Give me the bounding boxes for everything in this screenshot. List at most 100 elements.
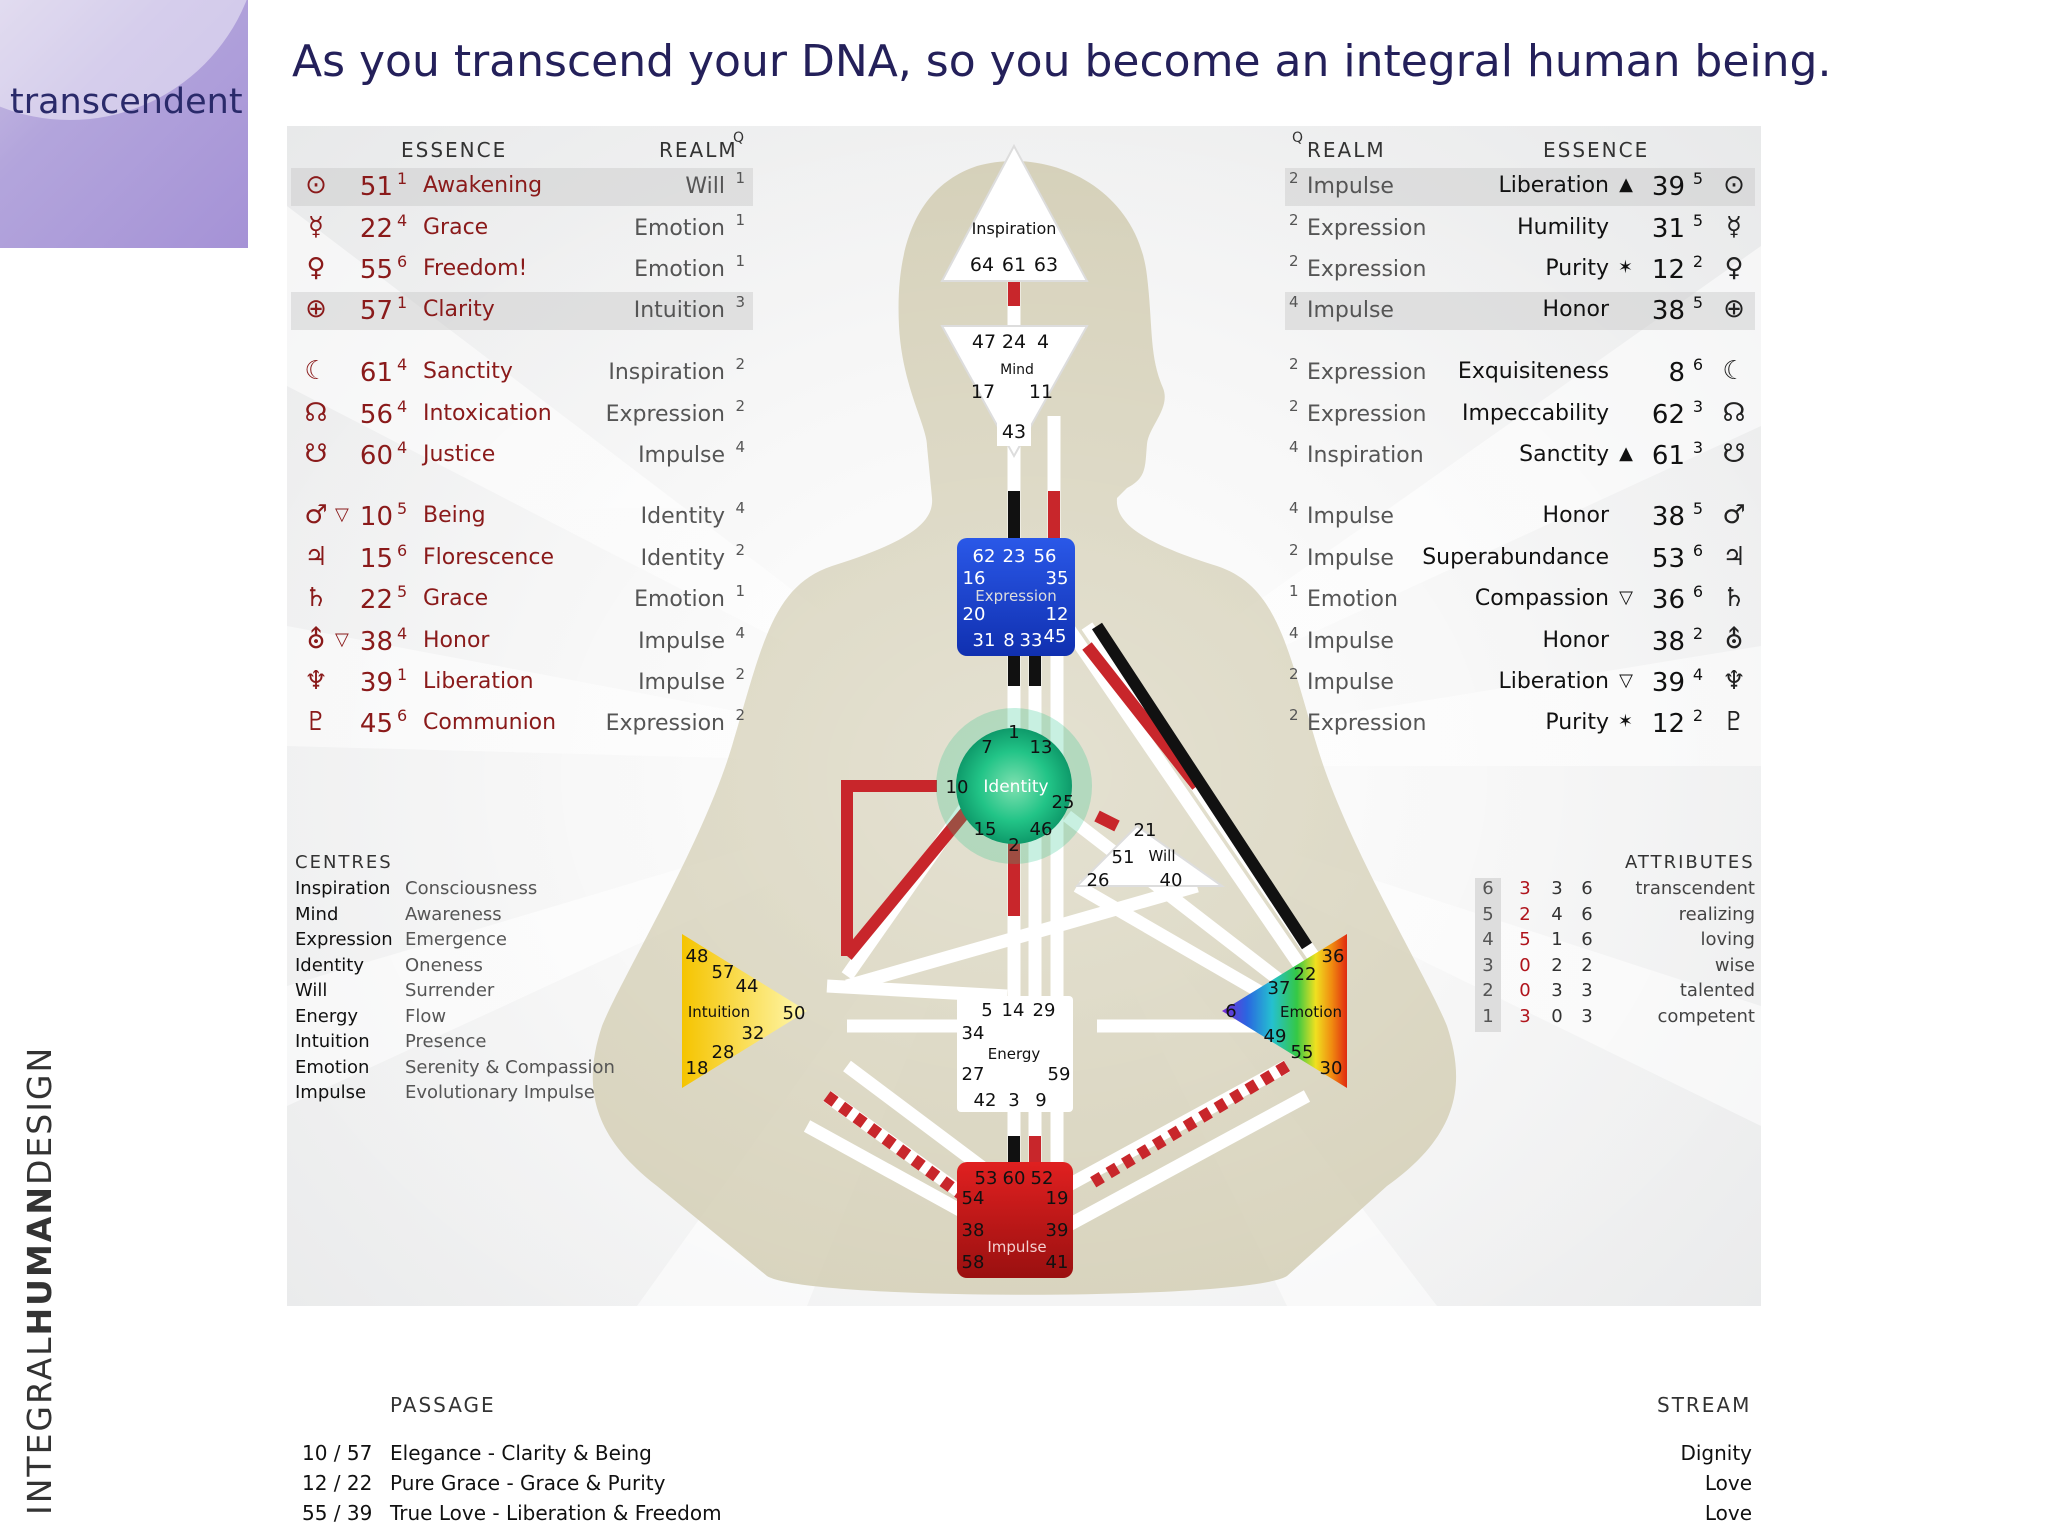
svg-text:51: 51: [1112, 847, 1135, 868]
svg-text:33: 33: [1020, 630, 1043, 651]
stream-value: Love: [1704, 1471, 1752, 1495]
svg-text:13: 13: [1030, 737, 1053, 758]
essence-label: Communion: [423, 710, 557, 735]
svg-text:11: 11: [1029, 381, 1053, 403]
realm-line-number: 3: [735, 293, 745, 311]
line-number: 4: [397, 211, 408, 230]
planet-symbol-icon: ⊕: [305, 294, 327, 324]
svg-text:44: 44: [736, 976, 759, 997]
attribute-word: talented: [1679, 980, 1755, 1001]
line-number: 6: [1692, 355, 1703, 374]
planet-symbol-icon: ♃: [304, 542, 328, 572]
gate-number: 22: [359, 585, 393, 615]
gate-number: 61: [1651, 441, 1685, 471]
svg-text:54: 54: [962, 1188, 985, 1209]
right-essence-header: ESSENCE: [1543, 138, 1650, 162]
line-number: 6: [397, 252, 408, 271]
svg-text:22: 22: [1294, 964, 1317, 985]
gate-number: 8: [1668, 358, 1685, 388]
centre-value: Consciousness: [405, 878, 538, 899]
planet-symbol-icon: ♆: [1722, 666, 1746, 696]
realm-label: Expression: [1307, 257, 1427, 282]
essence-label: Sanctity: [423, 359, 513, 384]
gate-number: 15: [359, 544, 393, 574]
centre-value: Emergence: [405, 929, 507, 950]
realm-line-number: 2: [735, 541, 745, 559]
centre-value: Presence: [405, 1031, 487, 1052]
corner-badge: transcendent: [0, 0, 248, 248]
svg-text:53: 53: [975, 1168, 998, 1189]
svg-text:39: 39: [1046, 1220, 1069, 1241]
essence-label: Liberation: [1498, 173, 1609, 198]
corner-label: transcendent: [10, 82, 243, 122]
centres-header: CENTRES: [295, 852, 393, 873]
svg-text:20: 20: [963, 604, 986, 625]
essence-label: Honor: [423, 628, 490, 653]
left-realm-header: REALM: [659, 138, 738, 162]
realm-line-number: 4: [735, 438, 745, 456]
line-number: 3: [1692, 397, 1703, 416]
centre-will: 21 51 Will 26 40: [1074, 820, 1226, 891]
gate-number: 56: [359, 400, 393, 430]
realm-label: Impulse: [1307, 298, 1394, 323]
centre-inspiration: Inspiration 64 61 63: [940, 143, 1089, 282]
gate-number: 62: [1651, 400, 1685, 430]
essence-label: Liberation: [1498, 669, 1609, 694]
attribute-word: competent: [1657, 1005, 1755, 1027]
centre-name: Will: [295, 980, 328, 1001]
realm-line-number: 4: [1289, 438, 1299, 456]
centre-value: Oneness: [405, 954, 483, 976]
svg-text:59: 59: [1048, 1064, 1071, 1085]
centre-value: Evolutionary Impulse: [405, 1082, 595, 1103]
svg-text:56: 56: [1034, 546, 1057, 567]
essence-label: Awakening: [423, 173, 543, 198]
svg-text:28: 28: [712, 1042, 735, 1063]
gate-number: 22: [359, 214, 393, 244]
passage-header: PASSAGE: [390, 1393, 496, 1417]
line-number: 4: [397, 397, 408, 416]
svg-text:42: 42: [974, 1090, 997, 1111]
triangle-icon: ▽: [335, 629, 349, 650]
triangle-icon: ▽: [1619, 670, 1633, 691]
essence-label: Honor: [1542, 503, 1609, 528]
planet-symbol-icon: ⛢: [306, 625, 326, 655]
left-essence-header: ESSENCE: [401, 138, 508, 162]
planet-symbol-icon: ♇: [304, 707, 328, 737]
line-number: 2: [1692, 624, 1703, 643]
svg-text:40: 40: [1160, 870, 1183, 891]
gate-number: 39: [1651, 172, 1685, 202]
stream-value: Love: [1704, 1501, 1752, 1525]
attribute-value: 3: [1551, 980, 1563, 1001]
gate-number: 51: [359, 172, 393, 202]
svg-text:34: 34: [962, 1023, 985, 1044]
attribute-level-cell: [1475, 980, 1501, 1006]
planet-symbol-icon: ♀: [306, 253, 326, 283]
svg-text:21: 21: [1134, 820, 1157, 841]
svg-text:27: 27: [962, 1064, 985, 1085]
attribute-level: 4: [1482, 929, 1494, 950]
realm-line-number: 1: [735, 211, 745, 229]
realm-label: Impulse: [1307, 629, 1394, 654]
svg-text:36: 36: [1322, 946, 1345, 967]
triangle-icon: ▽: [1619, 587, 1633, 608]
svg-text:32: 32: [742, 1023, 765, 1044]
attribute-value: 3: [1581, 1005, 1593, 1027]
svg-text:14: 14: [1002, 1000, 1025, 1021]
essence-label: Justice: [423, 442, 496, 467]
